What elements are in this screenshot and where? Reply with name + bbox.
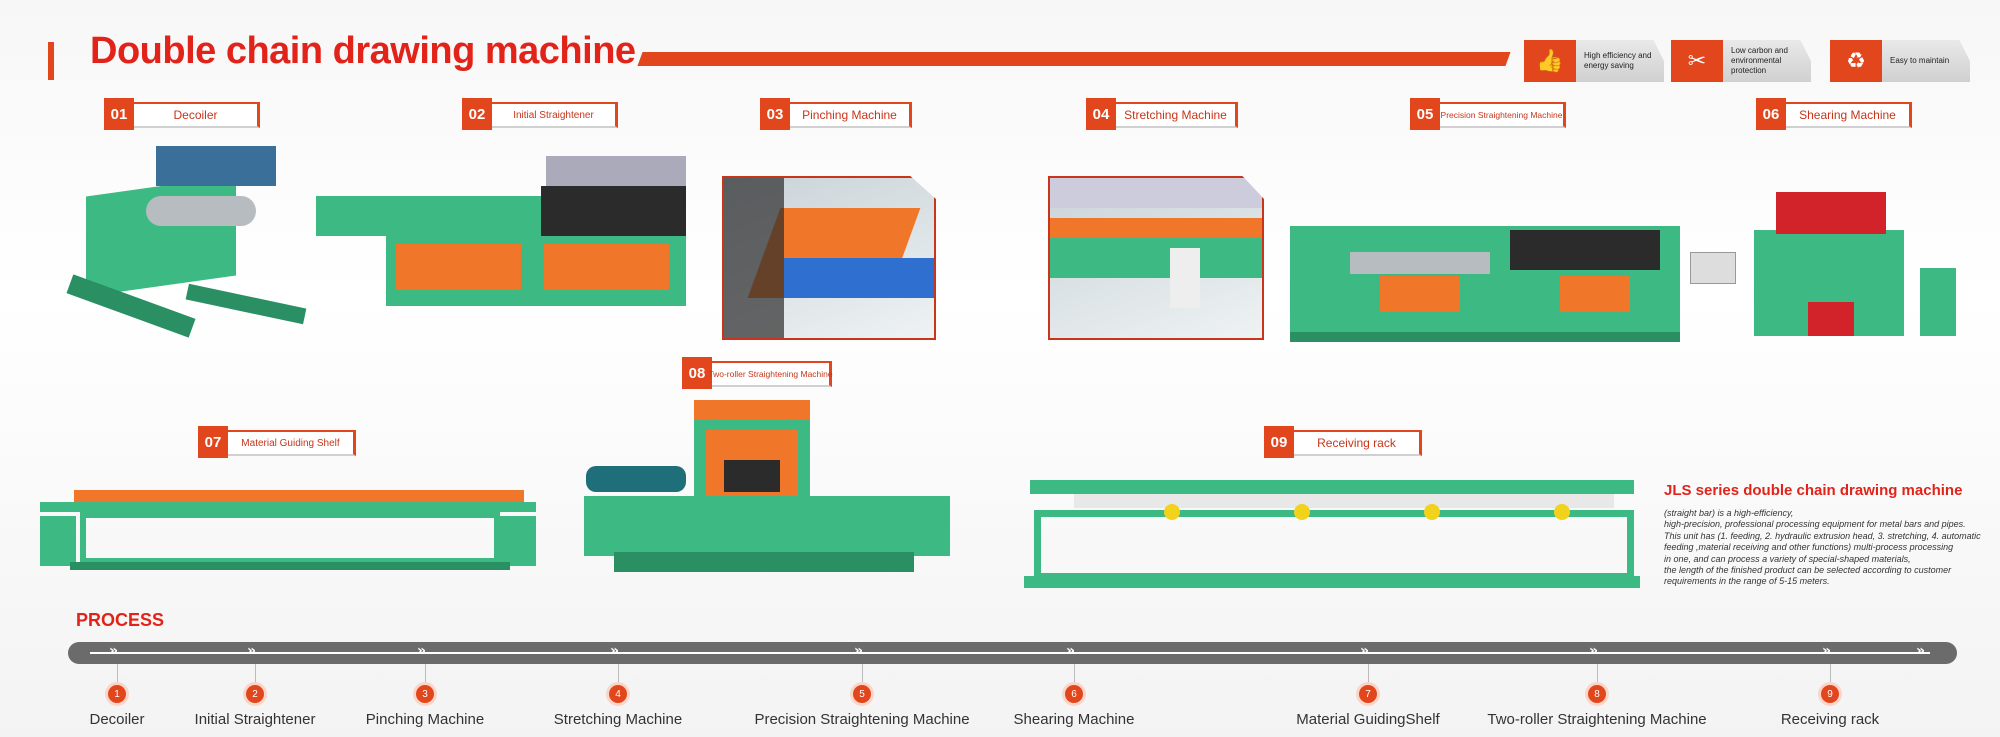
feature-badge-efficiency: 👍 High efficiency and energy saving	[1524, 40, 1664, 82]
step-connector	[618, 664, 619, 684]
decoiler-machine-image	[66, 146, 316, 346]
step-label: Material GuidingShelf	[1296, 711, 1440, 728]
step-connector	[425, 664, 426, 684]
title-decor-bar	[637, 52, 1511, 66]
description-line: feeding ,material receiving and other fu…	[1664, 542, 1954, 553]
feature-label: High efficiency and energy saving	[1576, 40, 1664, 82]
chevron-icon: »	[1066, 643, 1076, 659]
section-number: 08	[682, 357, 712, 389]
chevron-icon: »	[610, 643, 620, 659]
section-title: Precision Straightening Machine	[1440, 102, 1566, 128]
section-label-05: 05 Precision Straightening Machine	[1410, 98, 1566, 130]
section-label-03: 03 Pinching Machine	[760, 98, 912, 130]
step-label: Shearing Machine	[1013, 711, 1135, 728]
chevron-icon: »	[247, 643, 257, 659]
step-label: Decoiler	[89, 711, 145, 728]
description-line: in one, and can process a variety of spe…	[1664, 553, 1911, 564]
section-label-09: 09 Receiving rack	[1264, 426, 1422, 458]
section-label-04: 04 Stretching Machine	[1086, 98, 1238, 130]
description-line: (straight bar) is a high-efficiency,	[1664, 508, 1794, 518]
title-accent-mark	[48, 42, 54, 80]
section-title: Receiving rack	[1294, 430, 1422, 456]
chevron-icon: »	[109, 643, 119, 659]
section-title: Decoiler	[134, 102, 260, 128]
chevron-icon: »	[417, 643, 427, 659]
feature-badge-low-carbon: ✂ Low carbon and environmental protectio…	[1671, 40, 1811, 82]
step-number-dot: 4	[609, 685, 627, 703]
section-label-01: 01 Decoiler	[104, 98, 260, 130]
step-label: Precision Straightening Machine	[754, 711, 970, 728]
section-number: 06	[1756, 98, 1786, 130]
step-label: Initial Straightener	[194, 711, 316, 728]
section-number: 09	[1264, 426, 1294, 458]
section-title: Material Guiding Shelf	[228, 430, 356, 456]
description-line: the length of the finished product can b…	[1664, 565, 1952, 576]
section-title: Shearing Machine	[1786, 102, 1912, 128]
section-title: Two-roller Straightening Machine	[708, 361, 833, 387]
step-number-dot: 8	[1588, 685, 1606, 703]
section-number: 05	[1410, 98, 1440, 130]
tools-icon: ✂	[1687, 48, 1707, 74]
section-title: Initial Straightener	[492, 102, 618, 128]
section-label-06: 06 Shearing Machine	[1756, 98, 1912, 130]
process-timeline-line	[90, 652, 1930, 654]
step-connector	[1597, 664, 1598, 684]
step-number-dot: 2	[246, 685, 264, 703]
step-connector	[117, 664, 118, 684]
step-label: Two-roller Straightening Machine	[1487, 711, 1707, 728]
initial-straightener-image	[316, 156, 686, 316]
chevron-icon: »	[1589, 643, 1599, 659]
product-description-title: JLS series double chain drawing machine	[1664, 482, 1963, 499]
section-title: Stretching Machine	[1116, 102, 1238, 128]
step-connector	[255, 664, 256, 684]
step-label: Pinching Machine	[365, 711, 485, 728]
page-title: Double chain drawing machine	[90, 30, 636, 72]
process-title: PROCESS	[76, 610, 165, 630]
step-number-dot: 5	[853, 685, 871, 703]
description-line: requirements in the range of 5-15 meters…	[1664, 576, 1830, 587]
section-number: 01	[104, 98, 134, 130]
step-label: Stretching Machine	[553, 711, 683, 728]
section-number: 07	[198, 426, 228, 458]
step-connector	[1830, 664, 1831, 684]
product-description-text: (straight bar) is a high-efficiency, hig…	[1664, 508, 1994, 588]
section-label-07: 07 Material Guiding Shelf	[198, 426, 356, 458]
step-number-dot: 6	[1065, 685, 1083, 703]
step-connector	[862, 664, 863, 684]
step-connector	[1074, 664, 1075, 684]
feature-badge-maintain: ♻ Easy to maintain	[1830, 40, 1970, 82]
step-connector	[1368, 664, 1369, 684]
description-line: This unit has (1. feeding, 2. hydraulic …	[1664, 530, 1981, 541]
section-title: Pinching Machine	[790, 102, 912, 128]
precision-straightening-image	[1290, 196, 1680, 346]
step-number-dot: 3	[416, 685, 434, 703]
stretching-machine-photo	[1048, 176, 1264, 340]
thumbs-up-icon: 👍	[1536, 48, 1564, 74]
feature-label: Easy to maintain	[1882, 40, 1970, 82]
step-number-dot: 1	[108, 685, 126, 703]
two-roller-straightening-image	[584, 396, 950, 582]
chevron-end-icon: »	[1916, 643, 1926, 659]
step-label: Receiving rack	[1780, 711, 1880, 728]
feature-label: Low carbon and environmental protection	[1723, 40, 1811, 82]
pinching-machine-photo	[722, 176, 936, 340]
description-line: high-precision, professional processing …	[1664, 519, 1966, 530]
step-number-dot: 9	[1821, 685, 1839, 703]
recycle-icon: ♻	[1846, 48, 1866, 74]
chevron-icon: »	[854, 643, 864, 659]
section-number: 03	[760, 98, 790, 130]
step-number-dot: 7	[1359, 685, 1377, 703]
section-label-08: 08 Two-roller Straightening Machine	[682, 357, 833, 389]
section-label-02: 02 Initial Straightener	[462, 98, 618, 130]
chevron-icon: »	[1822, 643, 1832, 659]
section-number: 04	[1086, 98, 1116, 130]
shearing-machine-image	[1690, 192, 1960, 342]
material-guiding-shelf-image	[40, 486, 536, 572]
section-number: 02	[462, 98, 492, 130]
receiving-rack-image	[1024, 470, 1640, 594]
chevron-icon: »	[1360, 643, 1370, 659]
